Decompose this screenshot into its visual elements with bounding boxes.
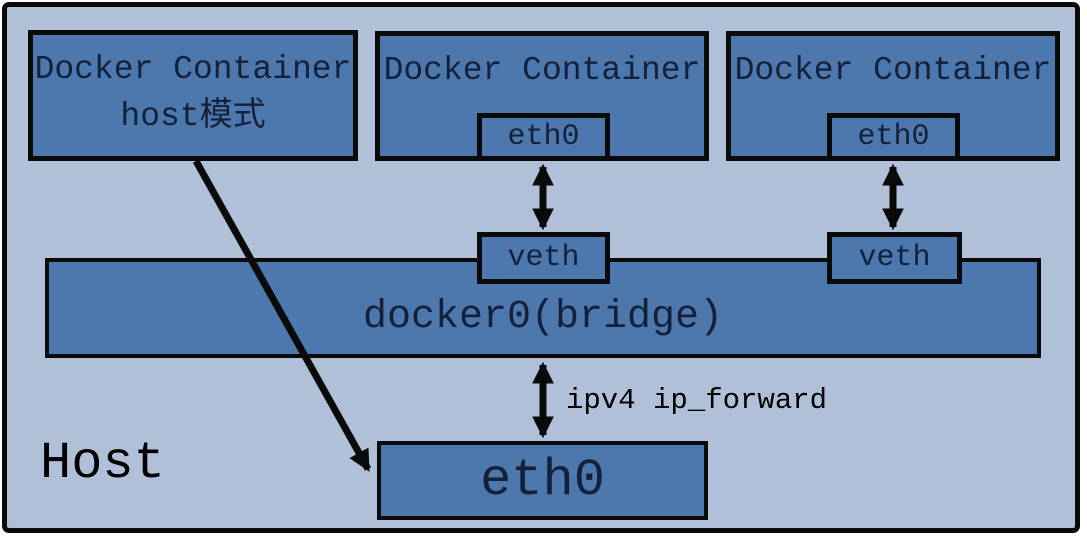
veth-endpoint-2: veth xyxy=(827,232,962,284)
container-bridged-1-title: Docker Container xyxy=(383,52,701,89)
ip-forward-label: ipv4 ip_forward xyxy=(566,384,828,417)
host-eth0: eth0 xyxy=(377,441,708,520)
container-bridged-2-title: Docker Container xyxy=(734,52,1052,89)
container-host-mode: Docker Container host模式 xyxy=(28,30,358,161)
container-bridged-2-eth0: eth0 xyxy=(827,113,960,161)
container-host-mode-subtitle: host模式 xyxy=(120,98,266,136)
container-host-mode-title: Docker Container xyxy=(34,51,352,88)
host-label: Host xyxy=(40,434,165,493)
veth-endpoint-1: veth xyxy=(477,232,610,284)
container-bridged-1-eth0: eth0 xyxy=(477,113,610,161)
